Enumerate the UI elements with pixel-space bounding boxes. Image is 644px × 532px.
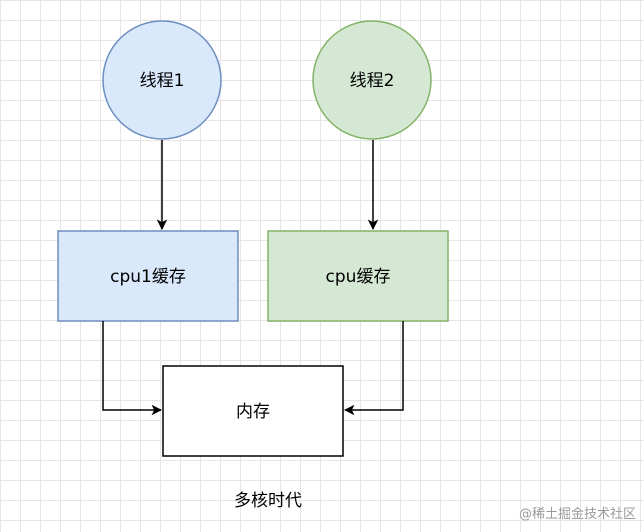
- diagram-caption: 多核时代: [234, 491, 302, 511]
- cpu1-cache-box: [57, 230, 239, 322]
- arrow-cache1-to-memory: [102, 321, 163, 416]
- cpu1-cache-label: cpu1缓存: [110, 267, 186, 287]
- watermark-text: @稀土掘金技术社区: [518, 507, 636, 522]
- thread-2-label: 线程2: [350, 71, 395, 91]
- cpu2-cache-label: cpu缓存: [326, 267, 391, 287]
- thread-1-label: 线程1: [140, 71, 185, 91]
- thread-2-circle: [312, 20, 432, 140]
- thread-1-node: 线程1: [102, 20, 222, 140]
- memory-node: 内存: [162, 365, 344, 457]
- memory-label: 内存: [236, 402, 270, 422]
- thread-1-circle: [102, 20, 222, 140]
- cpu2-cache-box: [267, 230, 449, 322]
- arrow-cache2-to-memory: [343, 321, 404, 416]
- cpu1-cache-node: cpu1缓存: [57, 230, 239, 322]
- cpu2-cache-node: cpu缓存: [267, 230, 449, 322]
- thread-2-node: 线程2: [312, 20, 432, 140]
- memory-box: [162, 365, 344, 457]
